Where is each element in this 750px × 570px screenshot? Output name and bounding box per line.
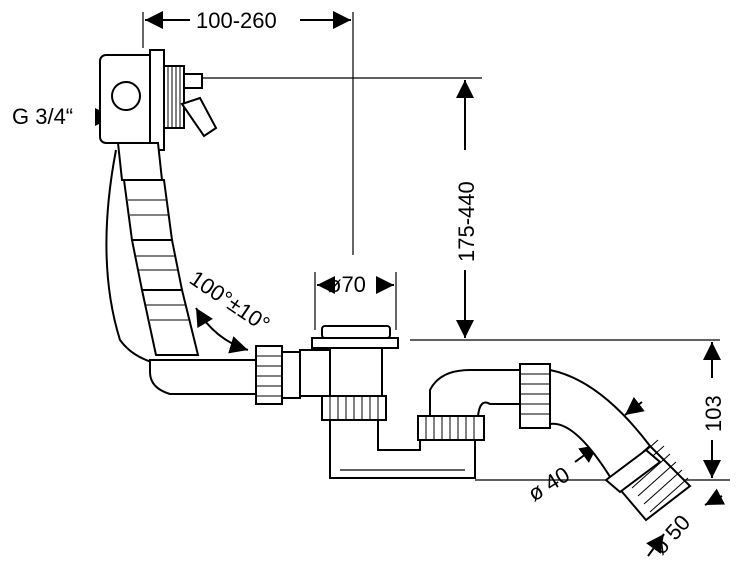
overflow-connector <box>149 345 341 405</box>
dimension-label-o40: ø 40 <box>523 462 574 507</box>
overflow-head <box>99 49 222 151</box>
trap-bend <box>329 369 521 479</box>
dimension-o70: ø70 <box>314 272 397 330</box>
bath-outlet <box>311 325 399 421</box>
dimension-175-440: 175-440 <box>222 77 720 341</box>
outlet-pipe <box>519 363 692 522</box>
dimension-label-o70: ø70 <box>328 272 366 297</box>
overflow-tube <box>105 142 200 369</box>
dimension-label-angle: 100°±10° <box>185 265 274 337</box>
dimension-label-o50: ø 50 <box>647 510 695 559</box>
dimension-103: 103 <box>475 342 730 481</box>
dimension-angle: 100°±10° <box>185 265 275 354</box>
dimension-label-175-440: 175-440 <box>454 181 479 262</box>
dimension-100-260: 100-260 <box>142 8 354 255</box>
dimension-label-g-three-quarter: G 3/4“ <box>12 104 73 129</box>
dimension-label-103: 103 <box>701 395 726 432</box>
dimension-label-100-260: 100-260 <box>196 8 277 33</box>
